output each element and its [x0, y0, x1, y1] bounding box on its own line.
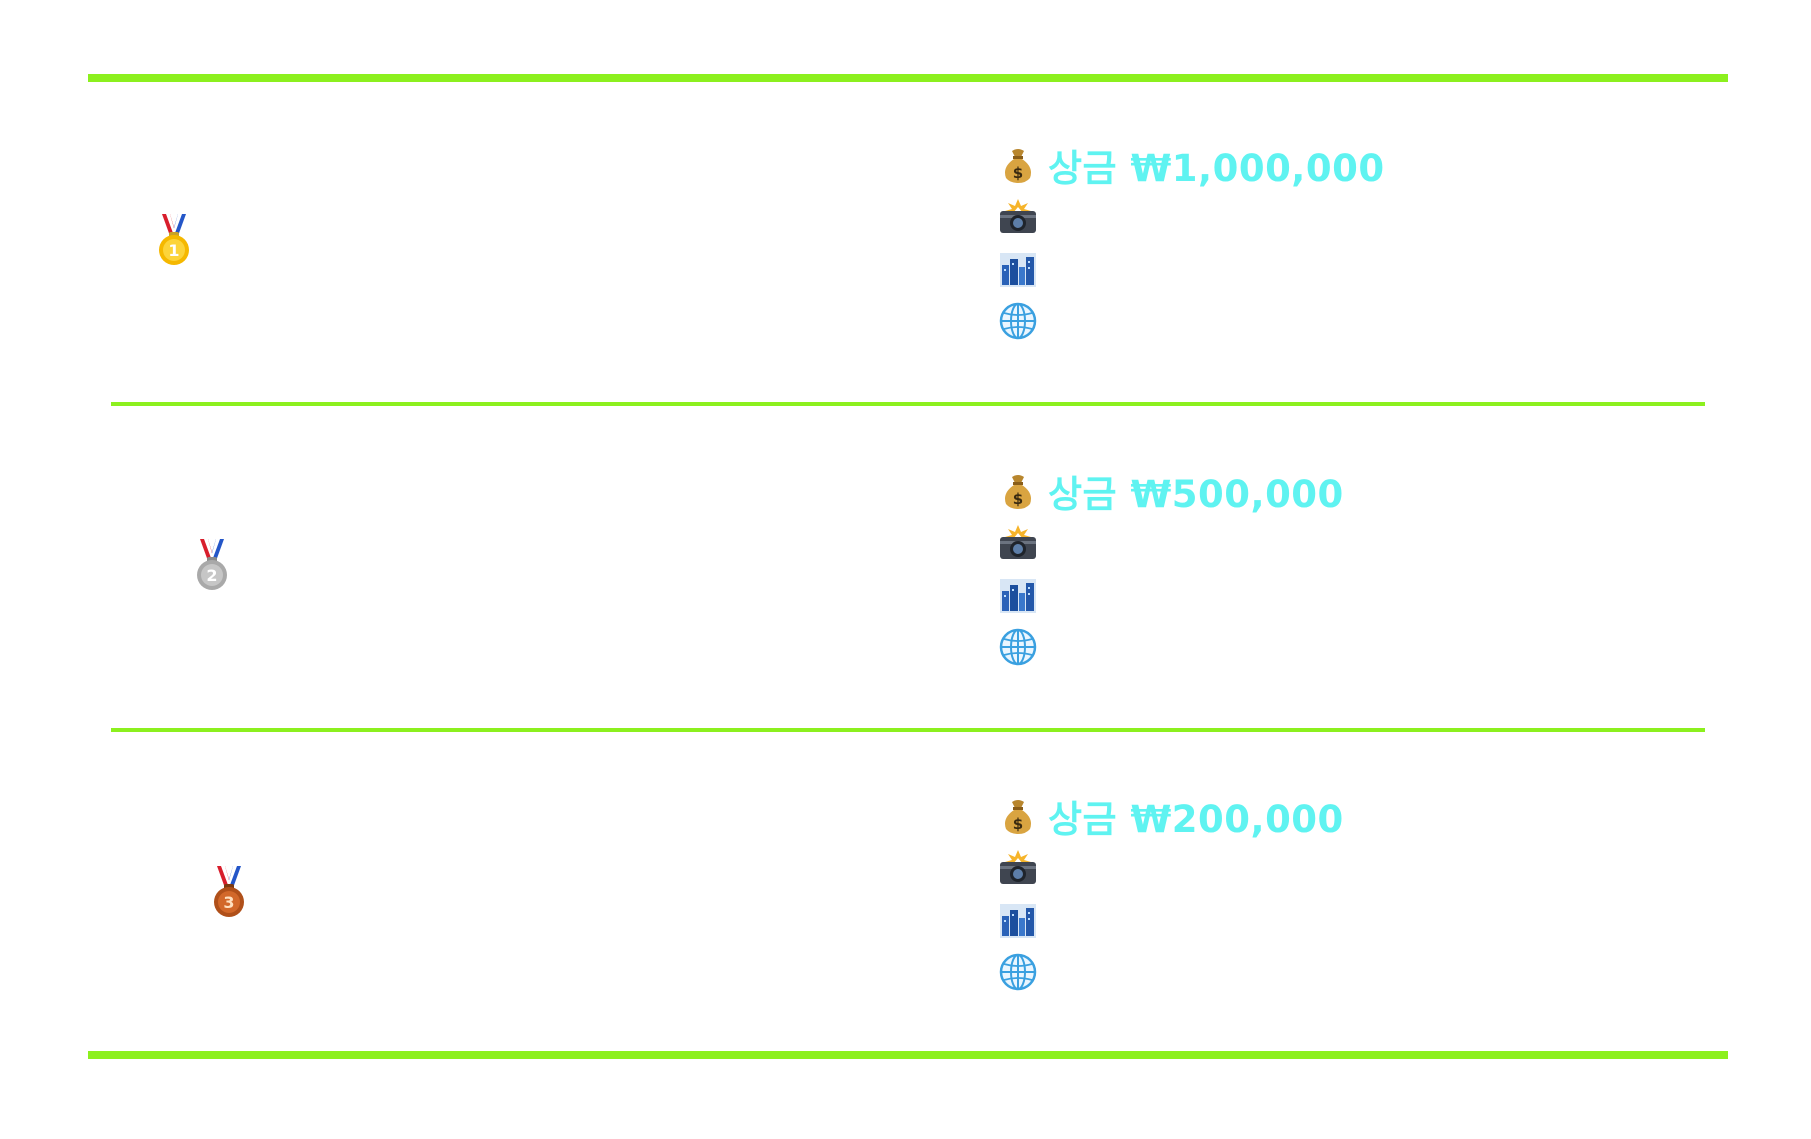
- money-bag-icon: $: [998, 471, 1038, 511]
- camera-flash-icon: [998, 523, 1038, 563]
- prize-amount-text: 상금 ₩1,000,000: [1048, 147, 1385, 190]
- prize-block-1: $ 상금 ₩1,000,000: [998, 139, 1698, 347]
- prize-line: $ 상금 ₩200,000: [998, 790, 1698, 842]
- divider-1: [111, 402, 1705, 406]
- money-bag-icon: $: [998, 796, 1038, 836]
- globe-icon: [998, 301, 1038, 341]
- prize-block-3: $ 상금 ₩200,000: [998, 790, 1698, 998]
- prize-line: $ 상금 ₩500,000: [998, 465, 1698, 517]
- divider-2: [111, 728, 1705, 732]
- second-place-medal-icon: 2: [190, 539, 234, 591]
- cityscape-icon: [998, 249, 1038, 289]
- prize-amount-text: 상금 ₩200,000: [1048, 798, 1344, 841]
- cityscape-icon: [998, 575, 1038, 615]
- prize-block-2: $ 상금 ₩500,000: [998, 465, 1698, 673]
- camera-flash-icon: [998, 197, 1038, 237]
- first-place-medal-icon: 1: [152, 214, 196, 266]
- camera-flash-icon: [998, 848, 1038, 888]
- globe-icon: [998, 952, 1038, 992]
- medal-number: 3: [223, 893, 234, 912]
- detail-line: [998, 243, 1698, 295]
- top-divider: [88, 74, 1728, 82]
- third-place-medal-icon: 3: [207, 866, 251, 918]
- globe-icon: [998, 627, 1038, 667]
- detail-line: [998, 295, 1698, 347]
- cityscape-icon: [998, 900, 1038, 940]
- detail-line: [998, 894, 1698, 946]
- detail-line: [998, 191, 1698, 243]
- detail-line: [998, 842, 1698, 894]
- medal-number: 1: [168, 241, 179, 260]
- detail-line: [998, 517, 1698, 569]
- detail-line: [998, 621, 1698, 673]
- medal-number: 2: [206, 566, 217, 585]
- svg-text:$: $: [1013, 815, 1023, 833]
- money-bag-icon: $: [998, 145, 1038, 185]
- detail-line: [998, 946, 1698, 998]
- prize-line: $ 상금 ₩1,000,000: [998, 139, 1698, 191]
- prize-amount-text: 상금 ₩500,000: [1048, 473, 1344, 516]
- svg-text:$: $: [1013, 490, 1023, 508]
- svg-text:$: $: [1013, 164, 1023, 182]
- bottom-divider: [88, 1051, 1728, 1059]
- detail-line: [998, 569, 1698, 621]
